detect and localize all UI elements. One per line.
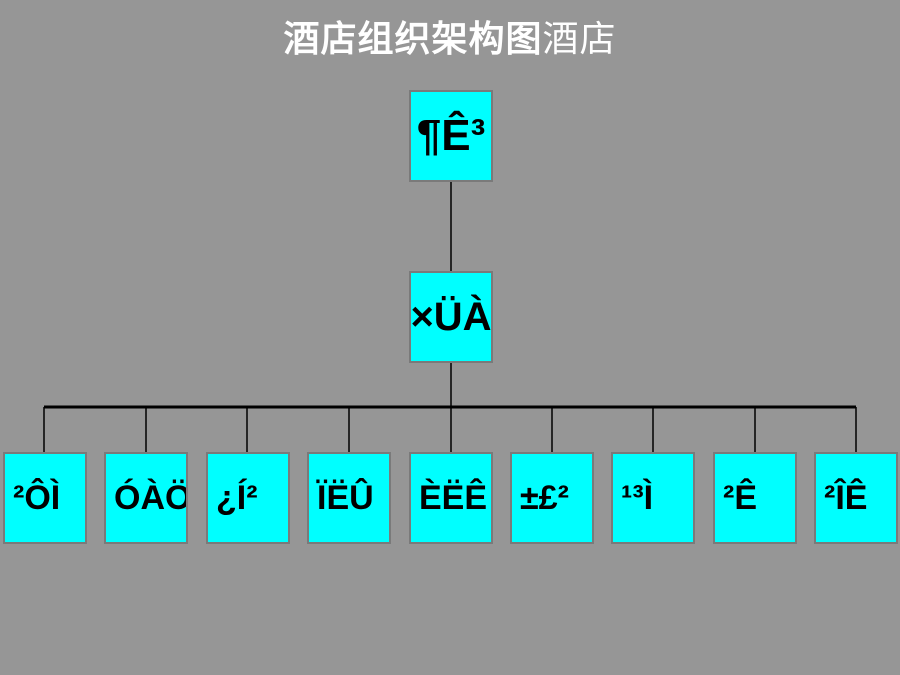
dept-label: ¹³Ì: [621, 478, 654, 517]
title-main: 酒店组织架构图: [283, 18, 543, 60]
org-node-mid-label: ×ÜÀ: [410, 294, 492, 339]
org-node-dept-6: ±£²: [510, 452, 594, 544]
dept-label: ÏËÛ: [317, 478, 374, 517]
connector-drops: [43, 407, 857, 452]
page-title: 酒店组织架构图酒店: [0, 10, 900, 62]
org-node-dept-4: ÏËÛ: [307, 452, 391, 544]
org-node-top-label: ¶Ê³: [416, 111, 486, 160]
org-node-dept-7: ¹³Ì: [611, 452, 695, 544]
org-node-dept-2: ÓÀÖ: [104, 452, 188, 544]
org-node-dept-1: ²ÔÌ: [3, 452, 87, 544]
dept-label: ²ÎÊ: [824, 478, 868, 517]
org-node-top: ¶Ê³: [409, 90, 493, 182]
dept-label: ²ÔÌ: [13, 478, 61, 517]
org-node-dept-3: ¿Í²: [206, 452, 290, 544]
title-suffix: 酒店: [542, 19, 617, 60]
org-node-dept-9: ²ÎÊ: [814, 452, 898, 544]
org-node-dept-8: ²Ê: [713, 452, 797, 544]
dept-label: ÓÀÖ: [114, 478, 188, 517]
dept-label: ¿Í²: [216, 478, 258, 517]
dept-label: ²Ê: [723, 478, 757, 517]
org-node-dept-5: ÈËÊ: [409, 452, 493, 544]
dept-label: ±£²: [520, 478, 569, 517]
org-node-general-manager: ×ÜÀ: [409, 271, 493, 363]
dept-label: ÈËÊ: [419, 478, 488, 517]
